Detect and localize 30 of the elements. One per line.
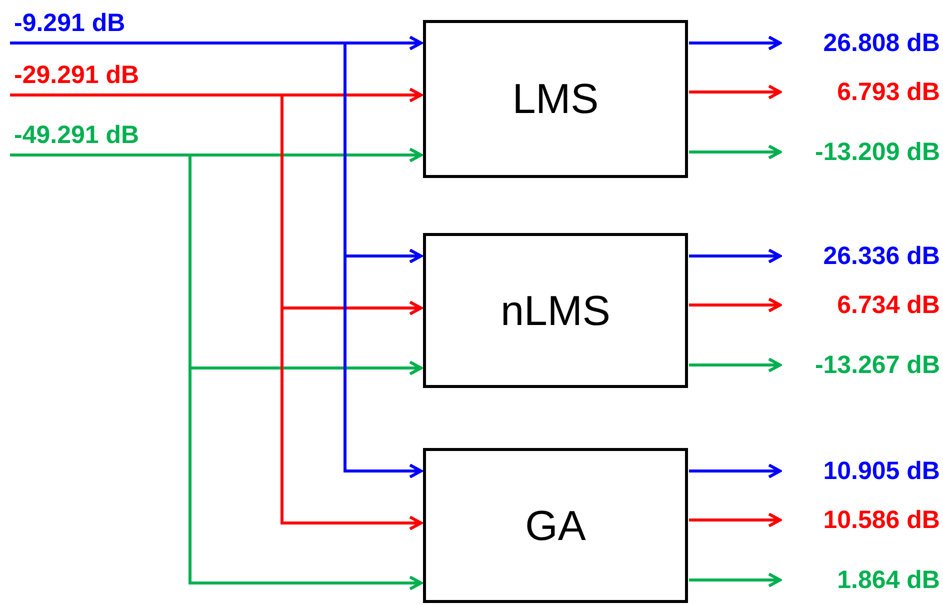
level-value: -13.209 dB xyxy=(814,140,940,164)
arrow xyxy=(689,84,782,100)
box-label: GA xyxy=(525,504,586,546)
level-value: 10.905 dB xyxy=(823,458,940,484)
arrow xyxy=(689,358,782,372)
level-value: 1.864 dB xyxy=(837,568,940,592)
box-label: LMS xyxy=(512,78,599,120)
arrow xyxy=(689,36,782,50)
arrow xyxy=(689,572,782,588)
level-value: 26.808 dB xyxy=(823,30,940,56)
level-value: -29.291 dB xyxy=(14,62,140,88)
level-value: 26.336 dB xyxy=(823,244,940,268)
level-value: 6.734 dB xyxy=(837,292,940,318)
arrow xyxy=(689,248,782,264)
arrow xyxy=(10,94,422,530)
level-value: -13.267 dB xyxy=(814,352,940,378)
process-box xyxy=(423,448,688,603)
level-value: -49.291 dB xyxy=(14,122,140,148)
process-box xyxy=(423,20,688,178)
arrow xyxy=(689,144,782,160)
arrow xyxy=(10,154,422,590)
arrow xyxy=(689,464,782,478)
box-label: nLMS xyxy=(500,290,610,332)
arrow xyxy=(689,298,782,312)
level-value: -9.291 dB xyxy=(14,10,126,36)
process-box xyxy=(423,233,688,388)
arrow xyxy=(10,42,422,478)
level-value: 10.586 dB xyxy=(823,508,940,532)
level-value: 6.793 dB xyxy=(837,80,940,104)
arrow xyxy=(689,512,782,528)
